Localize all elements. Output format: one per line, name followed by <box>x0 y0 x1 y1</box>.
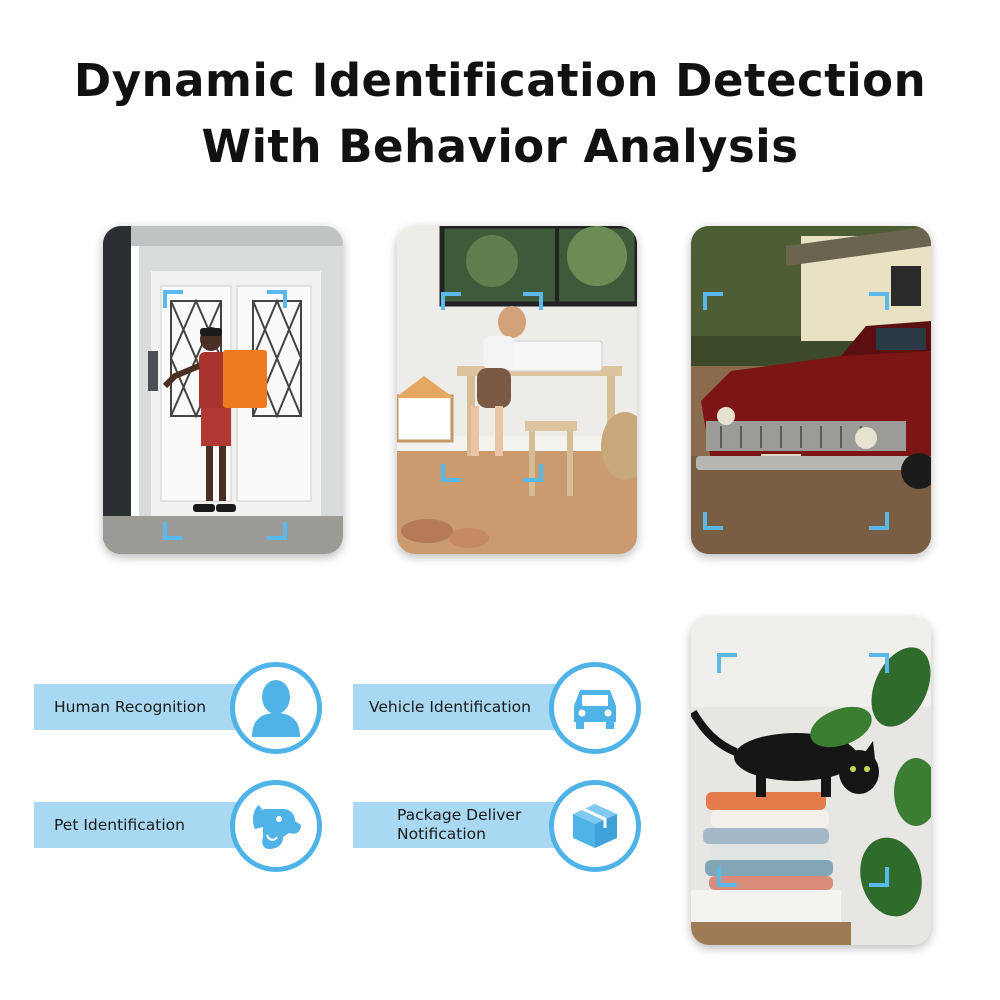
feature-pet-identification: Pet Identification <box>34 778 324 874</box>
feature-circle <box>549 662 641 754</box>
photo-delivery-person <box>103 226 343 554</box>
dog-icon <box>252 805 301 849</box>
feature-circle <box>230 780 322 872</box>
feature-human-recognition: Human Recognition <box>34 660 324 756</box>
title-line-2: With Behavior Analysis <box>201 120 799 173</box>
cat-illustration <box>691 617 931 945</box>
feature-label: Vehicle Identification <box>369 698 531 716</box>
photo-child <box>397 226 637 554</box>
car-icon <box>574 690 616 729</box>
photo-cat <box>691 617 931 945</box>
feature-label: Package Deliver Notification <box>397 806 522 843</box>
feature-band: Human Recognition <box>34 684 244 730</box>
page-title: Dynamic Identification Detection With Be… <box>0 48 1000 180</box>
feature-band: Vehicle Identification <box>353 684 563 730</box>
person-icon <box>252 680 300 737</box>
feature-band: Pet Identification <box>34 802 244 848</box>
feature-vehicle-identification: Vehicle Identification <box>353 660 643 756</box>
feature-label: Human Recognition <box>54 698 207 716</box>
car-illustration <box>691 226 931 554</box>
feature-package-notification: Package Deliver Notification <box>353 778 643 874</box>
feature-band: Package Deliver Notification <box>353 802 563 848</box>
title-line-1: Dynamic Identification Detection <box>73 54 927 107</box>
feature-label: Pet Identification <box>54 816 185 834</box>
feature-circle <box>230 662 322 754</box>
photo-car <box>691 226 931 554</box>
delivery-illustration <box>103 226 343 554</box>
child-illustration <box>397 226 637 554</box>
package-icon <box>573 804 617 848</box>
feature-circle <box>549 780 641 872</box>
